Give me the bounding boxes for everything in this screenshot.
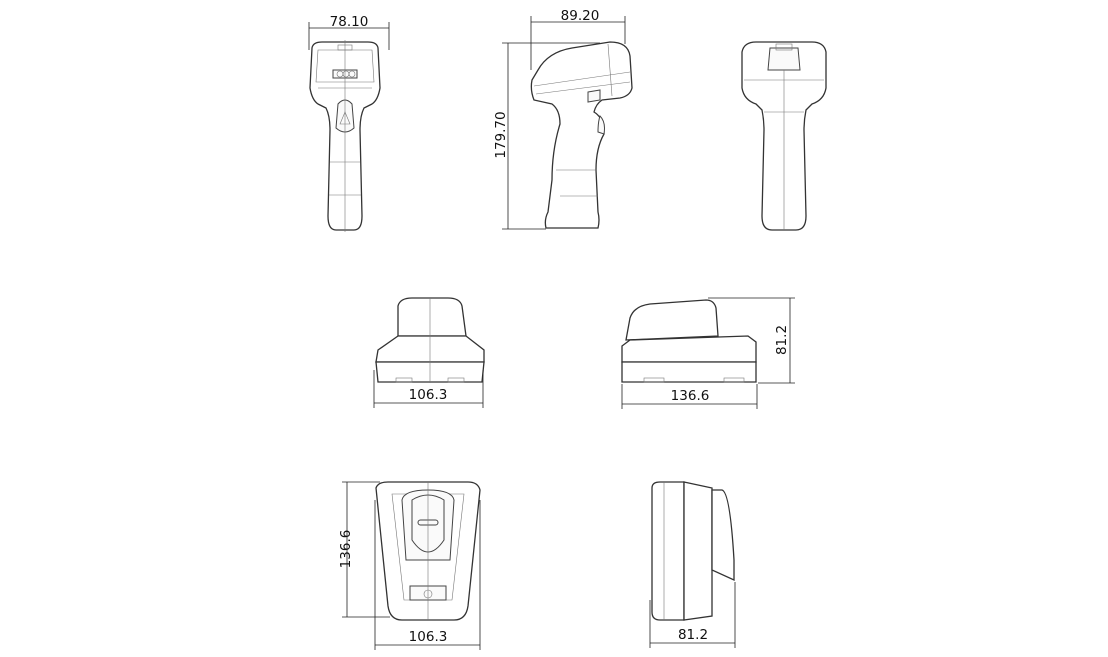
dimension-106-3-front: 106.3 [373,370,484,408]
dimension-label-scanner-depth: 89.20 [561,8,600,24]
dimension-81-2-side: 81.2 [708,297,795,384]
dimension-89-20: 89.20 [530,8,626,70]
dimension-136-6-top: 136.6 [338,481,390,618]
dimension-label-cradle-length: 136.6 [671,388,710,404]
dimension-179-70: 179.70 [493,42,600,230]
dimension-78-10: 78.10 [308,14,390,50]
cradle-top-view: 136.6 106.3 [338,481,481,650]
dimension-136-6-side: 136.6 [621,384,758,409]
dimension-label-cradle-height: 81.2 [774,325,790,355]
dimension-106-3-top: 106.3 [374,500,481,650]
dimension-label-cradle-top-width: 106.3 [409,629,448,645]
scanner-side-view: 89.20 179.70 [493,8,633,230]
dimension-81-2-rotated: 81.2 [649,582,736,648]
cradle-side-rotated-view: 81.2 [649,481,736,648]
cradle-side-view: 136.6 81.2 [621,297,795,409]
scanner-back-view [741,41,827,231]
scanner-front-view: 78.10 [308,14,390,232]
dimension-label-scanner-height: 179.70 [493,111,509,158]
cradle-front-view: 106.3 [373,297,485,408]
dimension-label-cradle-top-length: 136.6 [338,530,354,569]
dimension-label-scanner-width: 78.10 [330,14,369,30]
dimension-label-cradle-rotated-height: 81.2 [678,627,708,643]
dimension-label-cradle-width: 106.3 [409,387,448,403]
